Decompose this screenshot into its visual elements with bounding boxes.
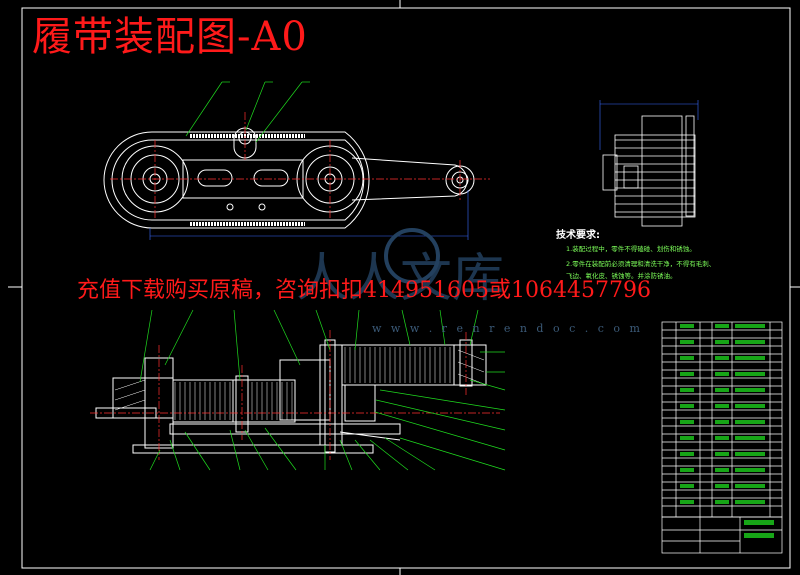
- dimension-end: [599, 100, 699, 150]
- centerlines-top: [110, 112, 490, 220]
- leaders-top: [185, 81, 310, 143]
- leaders-section: [139, 309, 506, 471]
- parts-list-fill: [680, 324, 774, 538]
- track-side-view: [103, 127, 475, 229]
- parts-list-table: [661, 321, 783, 554]
- tech-requirement-line: 1.装配过程中，零件不得磕碰、划伤和锈蚀。: [566, 245, 696, 253]
- promo-banner: 充值下载购买原稿，咨询扣扣414951605或1064457796: [77, 278, 651, 303]
- watermark-text: 人人文库: [296, 249, 505, 309]
- sheet-border: [8, 0, 800, 575]
- drawing-title: 履带装配图-A0: [32, 14, 308, 60]
- end-view: [602, 115, 696, 227]
- tech-requirements-heading: 技术要求:: [556, 230, 600, 241]
- tech-requirement-line: 飞边、氧化皮、锈蚀等。并涂防锈油。: [566, 272, 677, 280]
- section-view: [95, 339, 487, 454]
- watermark-logo-ring: [384, 228, 440, 284]
- dimension-top: [149, 190, 469, 240]
- tech-requirement-line: 2.零件在装配前必须清理和清洗干净，不得有毛刺、: [566, 260, 716, 268]
- section-hatching: [114, 347, 485, 420]
- watermark-url: w w w . r e n r e n d o c . c o m: [372, 322, 643, 335]
